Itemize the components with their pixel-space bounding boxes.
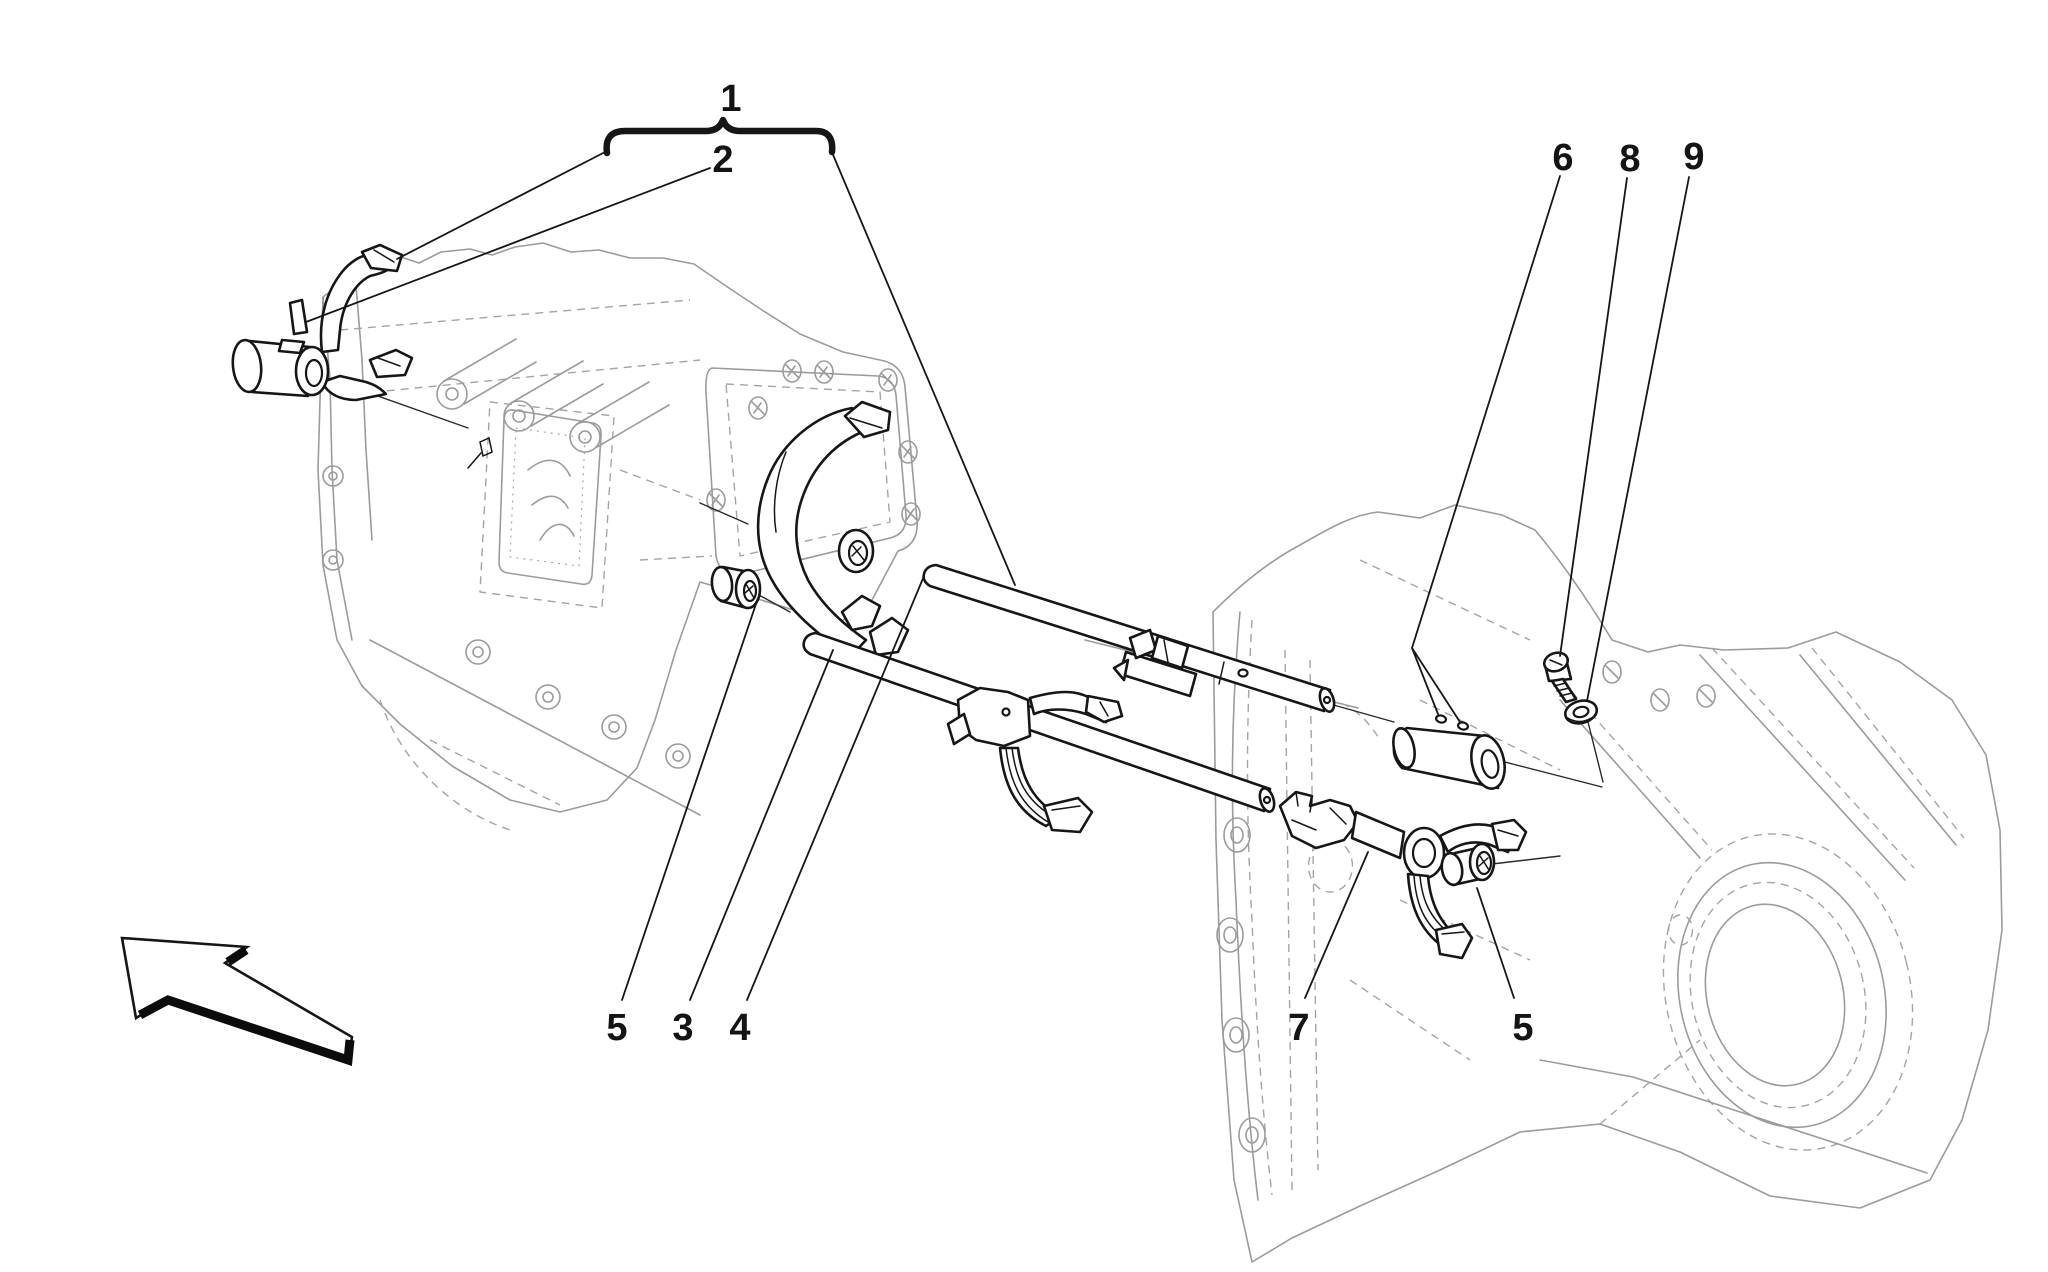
shift-fork-right <box>1350 810 1528 960</box>
leader-9-to-washer <box>1586 176 1690 702</box>
fork-pad <box>1490 818 1528 852</box>
shift-fork-top-left <box>231 243 414 402</box>
lock-pin <box>288 298 309 336</box>
callout-5b: 5 <box>1512 1007 1533 1049</box>
fork-pad-upper <box>360 243 404 273</box>
callout-5a: 5 <box>606 1007 627 1049</box>
leader-7-to-fork <box>1304 851 1369 999</box>
leader-6-to-spacer <box>1411 175 1561 723</box>
callout-3: 3 <box>672 1007 693 1049</box>
selector-fork-center <box>756 400 910 657</box>
leader-4-to-upper-rod <box>746 575 925 1001</box>
bushing-center <box>710 565 762 610</box>
housing-bolt-bosses <box>322 465 691 769</box>
gearbox-housing-left <box>317 242 1359 831</box>
rod-clamp-bracket <box>1112 628 1198 698</box>
callout-8: 8 <box>1619 138 1640 180</box>
callout-1: 1 <box>720 78 741 120</box>
shift-rod-lower <box>802 631 1276 813</box>
callout-9: 9 <box>1683 136 1704 178</box>
flange-bosses <box>1216 660 1716 1153</box>
clutch-housing-right <box>1212 504 2003 1263</box>
leader-3-to-lower-rod <box>689 649 834 1001</box>
shift-rod-upper <box>922 563 1336 713</box>
callout-4: 4 <box>729 1007 750 1049</box>
bolt <box>1542 651 1578 704</box>
clutch-bore <box>1662 833 1914 1151</box>
callout-1-brace <box>603 116 836 157</box>
shift-fork-mid <box>946 686 1124 834</box>
direction-arrow-icon <box>120 936 355 1067</box>
rod-bore-bosses <box>436 338 670 453</box>
callout-labels: 1 2 6 8 9 5 3 4 7 5 <box>606 78 1704 1049</box>
leader-5a-to-bushing <box>621 597 759 1001</box>
spacer-sleeve <box>1392 714 1506 790</box>
fork-pad-upper <box>843 400 892 439</box>
leader-lines <box>305 149 1690 1001</box>
bushing-right <box>1440 842 1496 887</box>
leader-1-right <box>830 149 1016 586</box>
washer <box>1563 699 1599 725</box>
leader-2-to-pin <box>305 167 711 323</box>
leader-1-left <box>396 149 610 260</box>
callout-6: 6 <box>1552 137 1573 179</box>
selector-jaw <box>1278 790 1360 850</box>
callout-7: 7 <box>1288 1007 1309 1049</box>
callout-2: 2 <box>712 139 733 181</box>
assembly-axis-lines <box>315 373 1604 865</box>
leader-5b-to-bushing <box>1476 887 1515 999</box>
leader-8-to-bolt <box>1559 177 1628 657</box>
